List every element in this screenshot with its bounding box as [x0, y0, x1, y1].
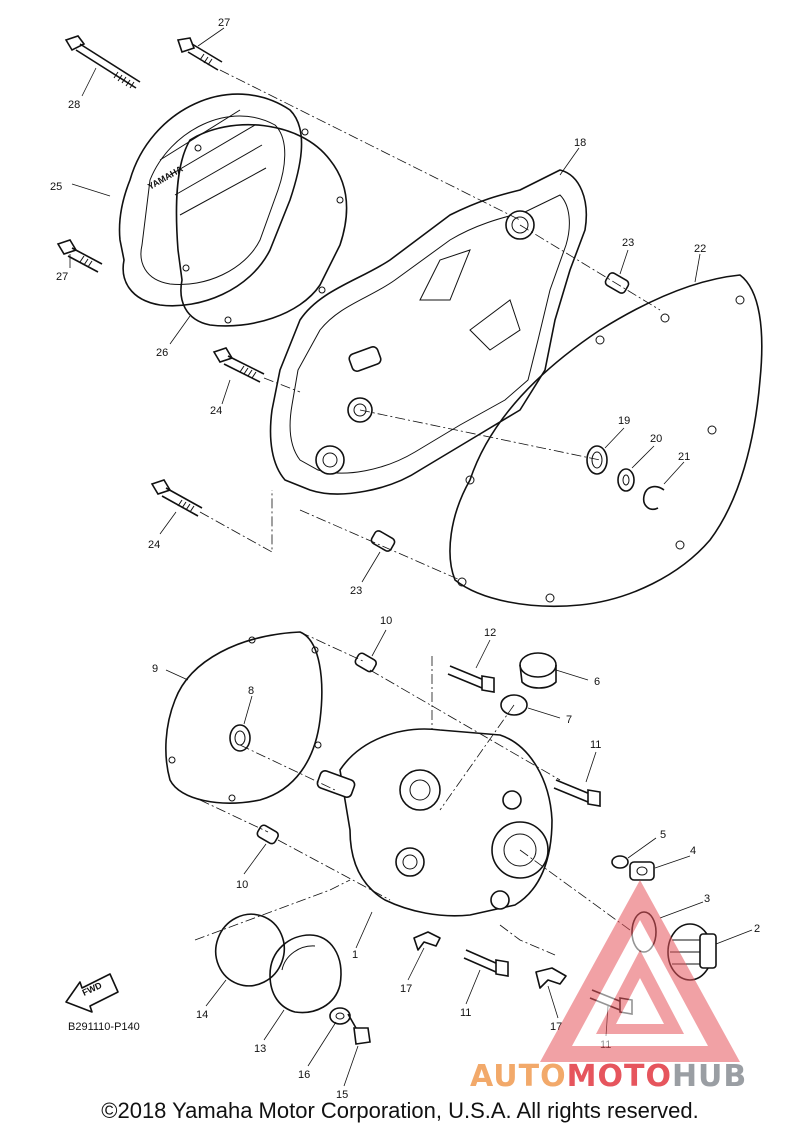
callout-20: 20 — [650, 433, 662, 445]
callout-23-top: 23 — [622, 237, 634, 249]
crankcase-cover-18 — [269, 169, 587, 495]
callout-11-upper: 11 — [590, 739, 601, 751]
callout-10-lower: 10 — [236, 879, 248, 891]
watermark-part-auto: AUTO — [470, 1059, 567, 1094]
callout-labels: 27 28 25 27 26 18 23 22 24 19 20 21 24 2… — [50, 17, 760, 1101]
dowel-10-upper — [354, 652, 377, 673]
diagram-code: B291110-P140 — [68, 1021, 140, 1033]
dowel-10-lower — [256, 824, 279, 845]
bolt-15 — [347, 1013, 371, 1045]
callout-28: 28 — [68, 99, 80, 111]
clamp-17-left — [413, 931, 441, 951]
callout-24-upper: 24 — [210, 405, 222, 417]
lower-alignment-lines — [194, 631, 631, 956]
bolt-27-left — [56, 239, 103, 273]
dowel-23-bottom — [370, 530, 396, 552]
bolt-27-top — [176, 37, 223, 71]
callout-24-lower: 24 — [148, 539, 160, 551]
washer-20 — [617, 468, 635, 492]
callout-15: 15 — [336, 1089, 348, 1101]
callout-2: 2 — [754, 923, 760, 935]
gasket-9 — [165, 631, 323, 804]
o-ring-14 — [214, 913, 286, 987]
oil-seal-19 — [586, 445, 608, 475]
clamp-17-right — [535, 967, 567, 989]
watermark-triangle-icon — [540, 880, 740, 1062]
circlip-21 — [642, 485, 665, 511]
callout-3: 3 — [704, 893, 710, 905]
gasket-22 — [449, 274, 763, 608]
callout-27-top: 27 — [218, 17, 230, 29]
callout-6: 6 — [594, 676, 600, 688]
svg-text:AUTOMOTOHUB: AUTOMOTOHUB — [470, 1059, 747, 1094]
callout-7: 7 — [566, 714, 572, 726]
upper-alignment-lines — [199, 69, 661, 581]
callout-19: 19 — [618, 415, 630, 427]
washer-16 — [329, 1007, 351, 1025]
callout-13: 13 — [254, 1043, 266, 1055]
callout-12: 12 — [484, 627, 496, 639]
callout-23-bottom: 23 — [350, 585, 362, 597]
copyright-notice: ©2018 Yamaha Motor Corporation, U.S.A. A… — [101, 1098, 699, 1123]
bolt-24-lower — [150, 479, 203, 517]
callout-9: 9 — [152, 663, 158, 675]
oil-filler-cap-6 — [519, 652, 557, 689]
callout-8: 8 — [248, 685, 254, 697]
watermark-part-hub: HUB — [672, 1059, 747, 1094]
callout-4: 4 — [690, 845, 696, 857]
cover-13 — [269, 934, 342, 1014]
callout-25: 25 — [50, 181, 62, 193]
automotohub-watermark: AUTOMOTOHUB — [470, 880, 747, 1094]
gasket-26 — [175, 123, 348, 327]
callout-17-left: 17 — [400, 983, 412, 995]
callout-26: 26 — [156, 347, 168, 359]
callout-18: 18 — [574, 137, 586, 149]
callout-27-left: 27 — [56, 271, 68, 283]
callout-22: 22 — [694, 243, 706, 255]
bolt-24-upper — [212, 347, 265, 383]
clutch-cover-25: YAMAHA — [118, 93, 303, 307]
bolt-11-upper — [553, 779, 601, 807]
bolt-11-middle — [463, 949, 509, 977]
callout-16: 16 — [298, 1069, 310, 1081]
callout-1: 1 — [352, 949, 358, 961]
watermark-part-moto: MOTO — [567, 1059, 672, 1094]
svg-text:FWD: FWD — [81, 980, 104, 998]
callout-21: 21 — [678, 451, 690, 463]
oil-seal-8 — [229, 724, 251, 752]
bolt-12 — [447, 665, 495, 693]
callout-10-upper: 10 — [380, 615, 392, 627]
plug-4 — [629, 861, 655, 881]
crankcase-cover-1 — [316, 728, 553, 917]
bolt-28 — [64, 35, 141, 89]
dowel-23-top — [604, 272, 630, 294]
callout-5: 5 — [660, 829, 666, 841]
o-ring-5 — [611, 855, 629, 869]
callout-14: 14 — [196, 1009, 208, 1021]
o-ring-7 — [500, 694, 528, 716]
fwd-arrow-icon: FWD — [65, 973, 119, 1013]
callout-11-middle: 11 — [460, 1007, 471, 1019]
